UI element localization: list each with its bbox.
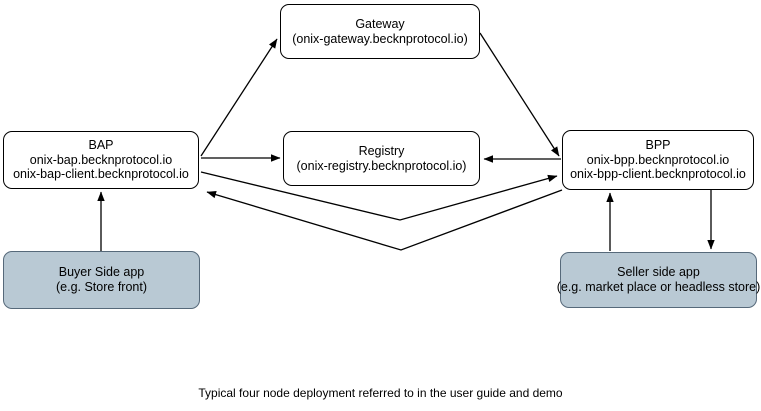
node-bap: BAP onix-bap.becknprotocol.io onix-bap-c… [3,131,199,189]
node-registry-title: Registry [358,143,405,158]
node-registry: Registry (onix-registry.becknprotocol.io… [283,131,480,186]
node-bpp-url: onix-bpp.becknprotocol.io [586,152,730,167]
node-bpp: BPP onix-bpp.becknprotocol.io onix-bpp-c… [562,130,754,190]
node-bpp-title: BPP [645,137,671,152]
node-bap-title: BAP [88,137,114,152]
arrow-bap-to-bpp [200,171,558,221]
arrow-gateway-to-bpp [479,32,560,157]
node-bap-client-url: onix-bap-client.becknprotocol.io [13,167,189,182]
node-buyer-title: Buyer Side app [58,265,145,280]
diagram-caption: Typical four node deployment referred to… [198,386,563,400]
node-gateway-title: Gateway [355,16,405,31]
node-registry-subtitle: (onix-registry.becknprotocol.io) [296,158,467,173]
node-seller-side-app: Seller side app (e.g. market place or he… [557,252,760,308]
node-bap-url: onix-bap.becknprotocol.io [29,152,173,167]
node-buyer-side-app: Buyer Side app (e.g. Store front) [3,251,200,309]
node-gateway-subtitle: (onix-gateway.becknprotocol.io) [292,31,468,46]
node-seller-title: Seller side app [617,265,700,280]
arrow-bap-to-gateway [200,38,278,157]
node-seller-subtitle: (e.g. market place or headless store) [556,280,761,294]
node-bpp-client-url: onix-bpp-client.becknprotocol.io [570,167,746,182]
node-buyer-subtitle: (e.g. Store front) [55,280,147,294]
arrow-bpp-to-bap [206,189,563,251]
node-gateway: Gateway (onix-gateway.becknprotocol.io) [280,4,480,59]
